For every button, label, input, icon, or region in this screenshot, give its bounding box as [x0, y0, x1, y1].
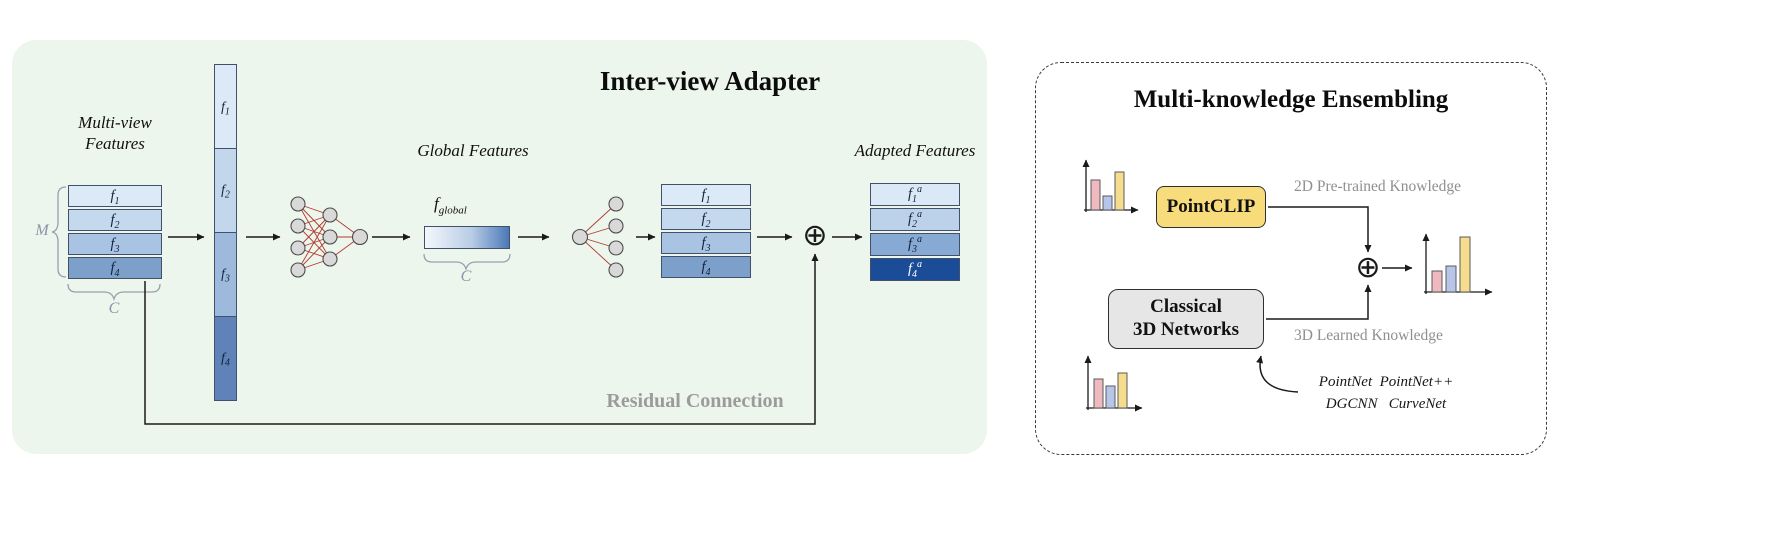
classical-3d-networks-box: Classical 3D Networks	[1108, 289, 1264, 349]
global-feature-bar	[424, 226, 510, 249]
3d-knowledge-label: 3D Learned Knowledge	[1294, 327, 1443, 344]
concat-segment-f2: f2	[214, 147, 237, 233]
multiview-features-label: Multi-view Features	[78, 113, 152, 154]
decoded-box-f3: f3	[661, 232, 751, 254]
decoded-box-f2: f2	[661, 208, 751, 230]
ensemble-add-icon: ⊕	[1355, 250, 1381, 285]
feature-box-f3: f3	[68, 233, 162, 255]
residual-connection-label: Residual Connection	[606, 390, 784, 412]
2d-knowledge-label: 2D Pre-trained Knowledge	[1294, 178, 1462, 195]
concat-segment-f4: f4	[214, 315, 237, 401]
multiview-feature-stack: f1 f2 f3 f4	[68, 185, 162, 279]
residual-add-icon: ⊕	[802, 218, 828, 253]
c-dimension-label-global: C	[460, 268, 472, 285]
concat-segment-f1: f1	[214, 64, 237, 149]
adapted-box-f2a: f2a	[870, 208, 960, 231]
3d-network-names: PointNet PointNet++ DGCNN CurveNet	[1318, 374, 1454, 412]
decoded-feature-stack: f1 f2 f3 f4	[661, 184, 751, 278]
multi-knowledge-title: Multi-knowledge Ensembling	[1133, 86, 1449, 113]
inter-view-adapter-title: Inter-view Adapter	[599, 66, 821, 96]
decoded-box-f1: f1	[661, 184, 751, 206]
adapted-feature-stack: f1a f2a f3a f4a	[870, 183, 960, 281]
adapted-box-f1a: f1a	[870, 183, 960, 206]
global-features-label: Global Features	[417, 141, 529, 160]
pointclip-box: PointCLIP	[1156, 186, 1266, 228]
decoded-box-f4: f4	[661, 256, 751, 278]
concat-segment-f3: f3	[214, 231, 237, 317]
f-global-label: fglobal	[434, 194, 467, 217]
m-dimension-label: M	[35, 222, 49, 239]
adapted-box-f3a: f3a	[870, 233, 960, 256]
feature-box-f1: f1	[68, 185, 162, 207]
feature-box-f2: f2	[68, 209, 162, 231]
adapted-box-f4a: f4a	[870, 258, 960, 281]
c-dimension-label: C	[108, 300, 120, 317]
adapted-features-label: Adapted Features	[854, 141, 976, 160]
concat-feature-column: f1 f2 f3 f4	[214, 64, 237, 401]
feature-box-f4: f4	[68, 257, 162, 279]
